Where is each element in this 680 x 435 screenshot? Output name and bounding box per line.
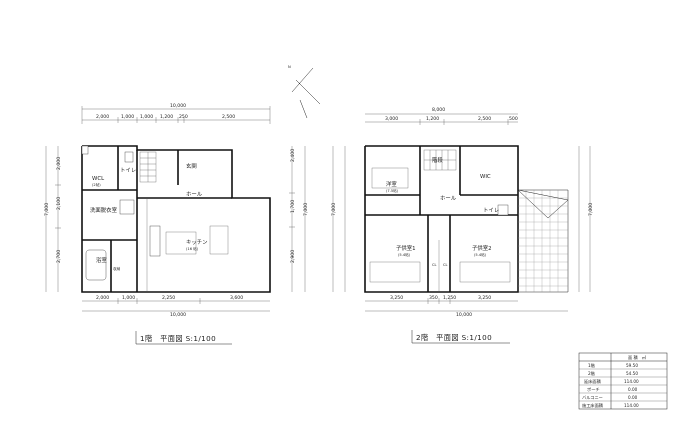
- area-label-4: バルコニー: [582, 395, 603, 400]
- area-label-0: 1階: [588, 362, 596, 369]
- area-table: 面 積 ㎡ 1階 59.50 2階 54.50 延床面積 114.00 ポーチ …: [578, 352, 668, 410]
- floor2-bottom-dim-3: 1,250: [443, 295, 456, 301]
- floor1-top-dim-2: 1,000: [121, 114, 134, 120]
- floor1-bottom-dim-1: 2,000: [96, 295, 109, 301]
- area-value-2: 114.00: [624, 379, 639, 384]
- floor2-top-dim-1: 3,000: [385, 116, 398, 122]
- floor1-left-dim-1: 2,000: [56, 157, 62, 170]
- floor2-room-toilet: トイレ: [483, 208, 499, 214]
- floor2-room-child1-size: (5.4帖): [398, 252, 411, 257]
- floor1-left-dim-3: 2,700: [56, 250, 62, 263]
- floor2-top-dim-4: 500: [509, 116, 518, 122]
- floor1-room-wcl-size: (2帖): [92, 182, 101, 187]
- floor2-plan: 8,000 3,000 1,200 2,500 500 7,000 7,000: [331, 107, 594, 344]
- floor1-caption: 1階 平面図 S:1/100: [140, 334, 216, 343]
- floor1-overall-bottom: 10,000: [170, 312, 186, 318]
- floor1-room-genkan: 玄関: [186, 162, 197, 170]
- floor2-bed-child2: [459, 261, 511, 283]
- floor1-top-dim-3: 1,000: [140, 114, 153, 120]
- floor1-right-dim-2: 1,700: [290, 200, 296, 213]
- floor1-washstand: [119, 199, 135, 215]
- floor1-right-dim-3: 2,900: [290, 250, 296, 263]
- floor1-left-overall: 7,000: [44, 203, 50, 216]
- floor2-room-cl-2: CL: [443, 263, 448, 267]
- area-value-3: 0.00: [628, 387, 638, 392]
- floor1-dining-table: [165, 231, 197, 255]
- floor1-room-kitchen: キッチン: [186, 239, 208, 246]
- floor1-left-dim-2: 2,100: [56, 197, 62, 210]
- floor1-top-dim-6: 2,500: [222, 114, 235, 120]
- floor2-room-child1: 子供室1: [396, 244, 416, 252]
- floor1-bathtub: [85, 249, 107, 281]
- floor2-room-yoshitsu-size: (7.5帖): [386, 188, 399, 193]
- floor1-room-storage: 収納: [113, 266, 121, 271]
- floor2-room-cl-1: CL: [432, 263, 437, 267]
- floor1-room-wcl: WCL: [92, 176, 104, 182]
- floor2-bed-child1: [369, 261, 421, 283]
- area-label-5: 施工床面積: [582, 402, 604, 409]
- area-label-3: ポーチ: [587, 386, 600, 392]
- floor1-stair: [139, 151, 157, 183]
- floor1-plan: 10,000 2,000 1,000 1,000 1,200 250 2,500…: [44, 103, 309, 345]
- floor1-room-hall: ホール: [186, 191, 203, 198]
- floor2-room-hall: ホール: [440, 195, 457, 202]
- area-label-1: 2階: [588, 370, 596, 377]
- floor2-balcony: [517, 189, 569, 293]
- floor1-right-dim-1: 2,400: [290, 149, 296, 162]
- floor2-room-child2: 子供室2: [472, 244, 492, 252]
- floor1-island: [209, 225, 229, 255]
- floor2-right-overall: 7,000: [588, 203, 594, 216]
- floor2-caption: 2階 平面図 S:1/100: [416, 333, 492, 342]
- floor2-bottom-dim-4: 3,250: [478, 295, 491, 301]
- floor1-room-bath: 浴室: [96, 256, 107, 264]
- floor1-kitchen-counter: [149, 225, 161, 257]
- floor2-toilet-fixture: [497, 204, 509, 216]
- floor2-top-dim-2: 1,200: [426, 116, 439, 122]
- floor1-top-dim-5: 250: [179, 114, 188, 120]
- floor2-bottom-dim-1: 3,250: [390, 295, 403, 301]
- floor2-top-dim-3: 2,500: [478, 116, 491, 122]
- floor1-top-dim-1: 2,000: [96, 114, 109, 120]
- area-value-0: 59.50: [626, 363, 638, 368]
- floor2-left-overall: 7,000: [331, 203, 337, 216]
- area-value-5: 114.00: [624, 403, 639, 408]
- floor1-shoebox: [81, 145, 89, 155]
- floor1-bottom-dim-4: 3,600: [230, 295, 243, 301]
- floor2-room-wic: WIC: [480, 174, 491, 180]
- floor2-overall-top: 8,000: [432, 107, 445, 113]
- floor1-right-overall: 7,000: [303, 203, 309, 216]
- floor1-room-toilet: トイレ: [120, 168, 136, 174]
- floor1-room-senmen: 洗面脱衣室: [90, 206, 118, 214]
- floor2-stair: [423, 149, 457, 171]
- floor2-room-child2-size: (5.4帖): [474, 252, 487, 257]
- floor1-top-dim-4: 1,200: [160, 114, 173, 120]
- floor2-room-stair: 階段: [432, 156, 443, 164]
- area-table-header: 面 積 ㎡: [628, 354, 647, 361]
- floor2-room-yoshitsu: 洋室: [386, 180, 397, 188]
- floor1-bottom-dim-2: 1,000: [122, 295, 135, 301]
- floor2-overall-bottom: 10,000: [456, 312, 472, 318]
- floor1-room-ldk-size: (16 帖): [186, 246, 199, 251]
- area-value-1: 54.50: [626, 371, 638, 376]
- north-arrow-icon: N: [288, 65, 321, 119]
- area-value-4: 0.00: [628, 395, 638, 400]
- floor2-bed-yoshitsu: [371, 167, 409, 189]
- north-label: N: [288, 65, 291, 69]
- area-label-2: 延床面積: [584, 378, 602, 385]
- floor1-toilet-fixture: [124, 151, 134, 163]
- floor2-bottom-dim-2: 350: [429, 295, 438, 301]
- floor1-bottom-dim-3: 2,250: [162, 295, 175, 301]
- floor1-overall-top: 10,000: [170, 103, 186, 109]
